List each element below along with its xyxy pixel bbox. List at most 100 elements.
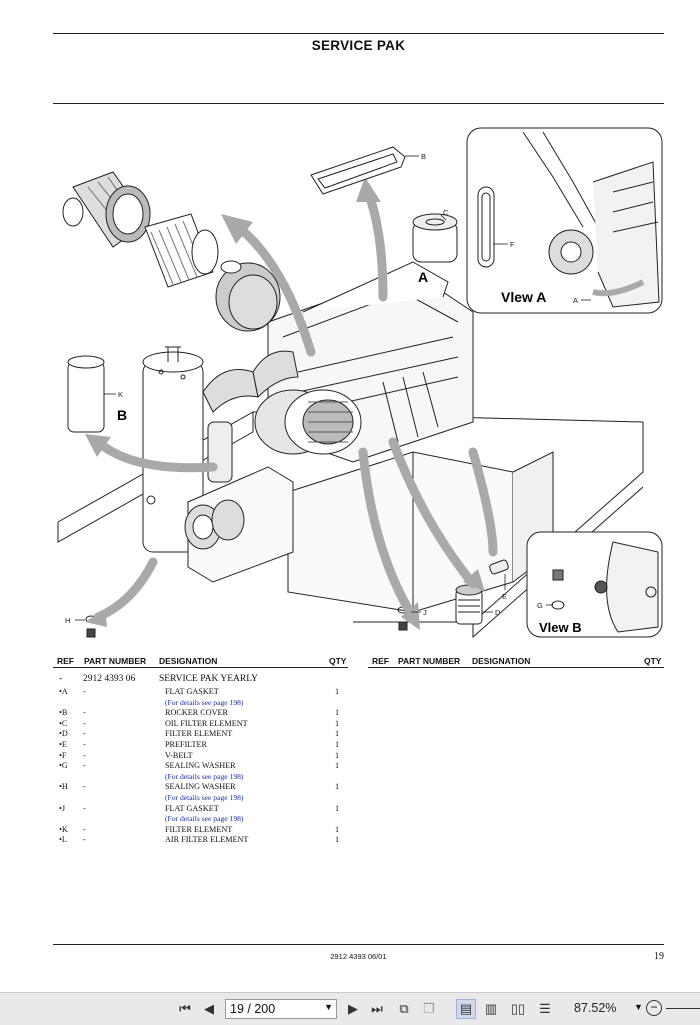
last-page-icon[interactable]: ⏭ [371,1001,383,1016]
cell-pn: 2912 4393 06 [83,674,136,684]
zoom-slider[interactable] [666,1008,700,1009]
callout-b: B [421,152,426,161]
cell-des: SEALING WASHER [165,782,236,792]
rotate-icon[interactable]: ⧉ [399,1001,409,1016]
cell-ref: •K [59,824,68,834]
zoom-dropdown-icon[interactable]: ▼ [634,1002,643,1012]
cell-ref: •F [59,750,67,760]
cell-qty: 1 [335,708,340,718]
view-a-label: Vlew A [501,289,546,305]
cell-ref: •H [59,782,68,792]
col-part-number-right: PART NUMBER [398,656,461,666]
cell-pn: - [83,803,86,813]
cell-pn: - [83,824,86,834]
callout-c: C [443,208,449,217]
cell-pn: - [83,729,86,739]
cell-des: FILTER ELEMENT [165,824,233,834]
table-row: (For details see page 198) [53,772,353,783]
chevron-down-icon[interactable]: ▼ [324,1002,333,1012]
cell-des: SERVICE PAK YEARLY [159,674,258,684]
cell-ref: •C [59,718,68,728]
two-page-continuous-icon[interactable]: ☰ [539,1001,551,1016]
continuous-icon[interactable]: ▥ [484,1001,498,1016]
page-indicator-text: 19 / 200 [230,1002,276,1016]
cell-des: (For details see page 198) [165,697,244,707]
two-page-icon[interactable]: ▯▯ [510,1001,526,1016]
zoom-out-icon[interactable]: − [646,1000,662,1016]
cell-pn: - [83,782,86,792]
cell-pn: - [83,750,86,760]
table-row: •F - V-BELT 1 [53,751,353,762]
col-ref-right: REF [372,656,389,666]
col-ref: REF [57,656,74,666]
zoom-level[interactable]: 87.52% [574,1001,617,1015]
cell-pn: - [83,708,86,718]
cell-qty: 1 [335,687,340,696]
page-number: 19 [654,951,664,962]
table-row: (For details see page 198) [53,814,353,825]
table-row: - 2912 4393 06 SERVICE PAK YEARLY [53,674,353,687]
cell-des: AIR FILTER ELEMENT [165,835,249,845]
view-b-label: Vlew B [539,620,582,635]
table-row: •K - FILTER ELEMENT 1 [53,825,353,836]
callout-h: H [65,616,70,625]
callout-a: A [573,296,578,305]
cell-qty: 1 [335,739,340,749]
cell-qty: 1 [335,824,340,834]
cell-des: FLAT GASKET [165,687,219,696]
cell-ref: •G [59,761,68,771]
header-top-rule [53,33,664,34]
cell-des: (For details see page 198) [165,814,244,824]
table-row: (For details see page 198) [53,698,353,709]
col-designation-right: DESIGNATION [472,656,531,666]
document-page: SERVICE PAK [53,33,664,962]
cell-des: (For details see page 198) [165,771,244,781]
cell-pn: - [83,761,86,771]
parts-table: - 2912 4393 06 SERVICE PAK YEARLY •A - FLAT G… [53,674,353,846]
copy-icon[interactable]: ❐ [423,1001,435,1016]
cell-ref: •J [59,803,66,813]
cell-des: SEALING WASHER [165,761,236,771]
cell-pn: - [83,687,86,696]
first-page-icon[interactable]: ⏮ [179,1001,191,1016]
page-indicator-input[interactable]: 19 / 200 ▼ [225,999,337,1019]
header-bottom-rule [53,103,664,104]
table-row: •A - FLAT GASKET 1 [53,687,353,698]
cell-des: V-BELT [165,750,193,760]
document-code: 2912 4393 06/01 [330,952,387,961]
next-page-icon[interactable]: ▶ [348,1001,358,1016]
cell-qty: 1 [335,761,340,771]
cell-ref: •A [59,687,68,696]
cell-qty: 1 [335,718,340,728]
prev-page-icon[interactable]: ◀ [204,1001,214,1016]
cell-qty: 1 [335,835,340,845]
single-page-icon[interactable]: ▤ [456,999,476,1019]
callout-j: J [423,608,427,617]
cell-des: FILTER ELEMENT [165,729,233,739]
table-row: •G - SEALING WASHER 1 [53,761,353,772]
cell-ref: •L [59,835,67,845]
cell-des: OIL FILTER ELEMENT [165,718,248,728]
table-header-rule-right [368,667,664,668]
exploded-view-illustration: Vlew A Vlew B A B [57,127,663,639]
cell-ref: •B [59,708,68,718]
page-title: SERVICE PAK [311,38,406,53]
callout-g: G [537,601,543,610]
cell-des: FLAT GASKET [165,803,219,813]
cell-qty: 1 [335,729,340,739]
callout-f: F [510,240,515,249]
cell-des: (For details see page 198) [165,792,244,802]
cell-des: PREFILTER [165,739,208,749]
cell-pn: - [83,739,86,749]
cell-qty: 1 [335,750,340,760]
callout-e: E [502,592,507,601]
table-header-rule-left [53,667,348,668]
cell-ref: - [59,674,63,684]
callout-k: K [118,390,123,399]
